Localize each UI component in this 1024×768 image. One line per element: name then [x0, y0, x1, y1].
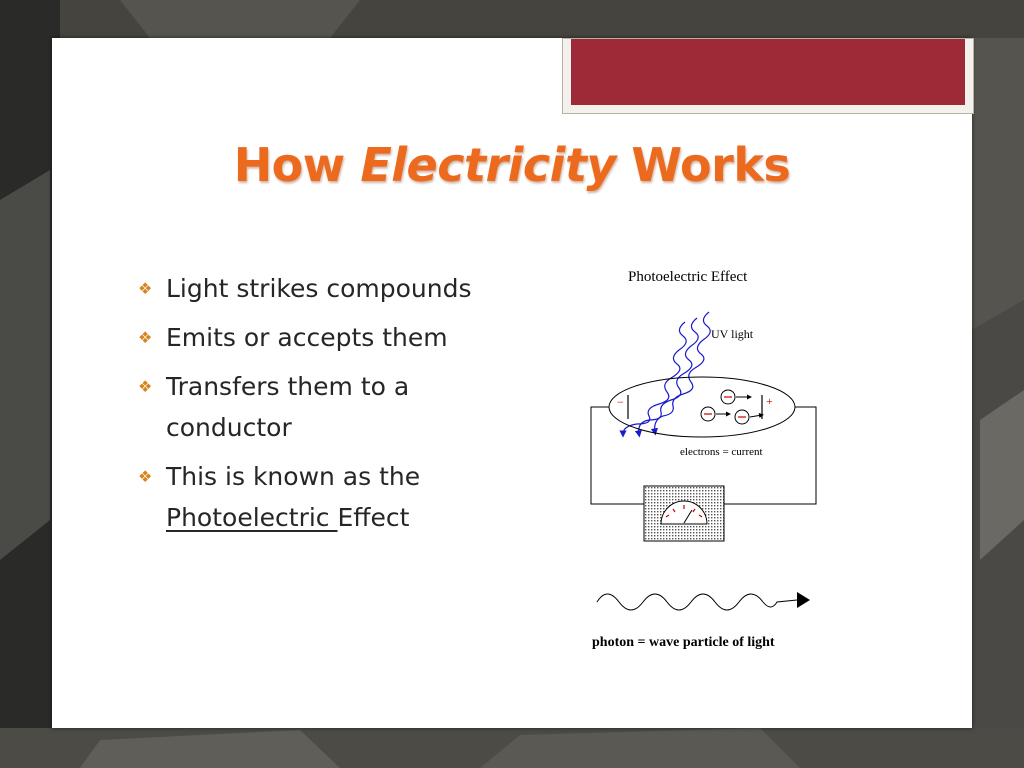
- slide-title: How Electricity Works: [52, 138, 972, 192]
- ammeter-ticks: [665, 505, 703, 518]
- plus-label: +: [766, 394, 773, 408]
- uv-ray: [619, 321, 687, 438]
- bullet-item: ❖ This is known as the Photoelectric Eff…: [138, 456, 498, 538]
- bullet-text: Light strikes compounds: [166, 274, 472, 303]
- bullet-text-end: Effect: [337, 503, 410, 532]
- arrow-right-icon: [797, 592, 810, 608]
- minus-label: −: [617, 395, 624, 409]
- bullet-item: ❖ Transfers them to a conductor: [138, 366, 498, 448]
- photon-wave: [596, 593, 798, 611]
- title-part-electricity: Electricity: [360, 138, 616, 192]
- photon-label: photon = wave particle of light: [592, 635, 775, 650]
- diamond-cluster-icon: ❖: [138, 279, 153, 298]
- ammeter-dial-icon: [660, 500, 708, 525]
- electron: [734, 409, 750, 425]
- header-accent-tab: [562, 38, 974, 114]
- diagram-title: Photoelectric Effect: [628, 269, 748, 285]
- electron: [720, 389, 736, 405]
- title-part-how: How: [233, 138, 361, 192]
- ammeter-needle: [683, 509, 693, 524]
- electrons-current-label: electrons = current: [680, 446, 763, 458]
- electron: [700, 406, 716, 422]
- uv-light-rays: [619, 311, 711, 438]
- diamond-cluster-icon: ❖: [138, 467, 153, 486]
- bullet-text: Emits or accepts them: [166, 323, 448, 352]
- electrons: [700, 389, 764, 425]
- title-part-works: Works: [615, 138, 791, 192]
- diamond-cluster-icon: ❖: [138, 377, 153, 396]
- bullet-text: Transfers them to a conductor: [166, 372, 410, 442]
- photoelectric-diagram: Photoelectric Effect UV light − + electr…: [590, 269, 817, 650]
- accent-bar: [571, 39, 965, 105]
- diamond-cluster-icon: ❖: [138, 328, 153, 347]
- uv-ray: [650, 311, 711, 436]
- bullet-item: ❖ Light strikes compounds: [138, 268, 498, 309]
- bullet-item: ❖ Emits or accepts them: [138, 317, 498, 358]
- slide-canvas: [52, 38, 974, 728]
- uv-light-label: UV light: [711, 327, 754, 341]
- bullet-underlined-term: Photoelectric: [166, 503, 338, 532]
- bullet-list: ❖ Light strikes compounds ❖ Emits or acc…: [138, 268, 498, 546]
- bullet-text: This is known as the: [166, 462, 421, 491]
